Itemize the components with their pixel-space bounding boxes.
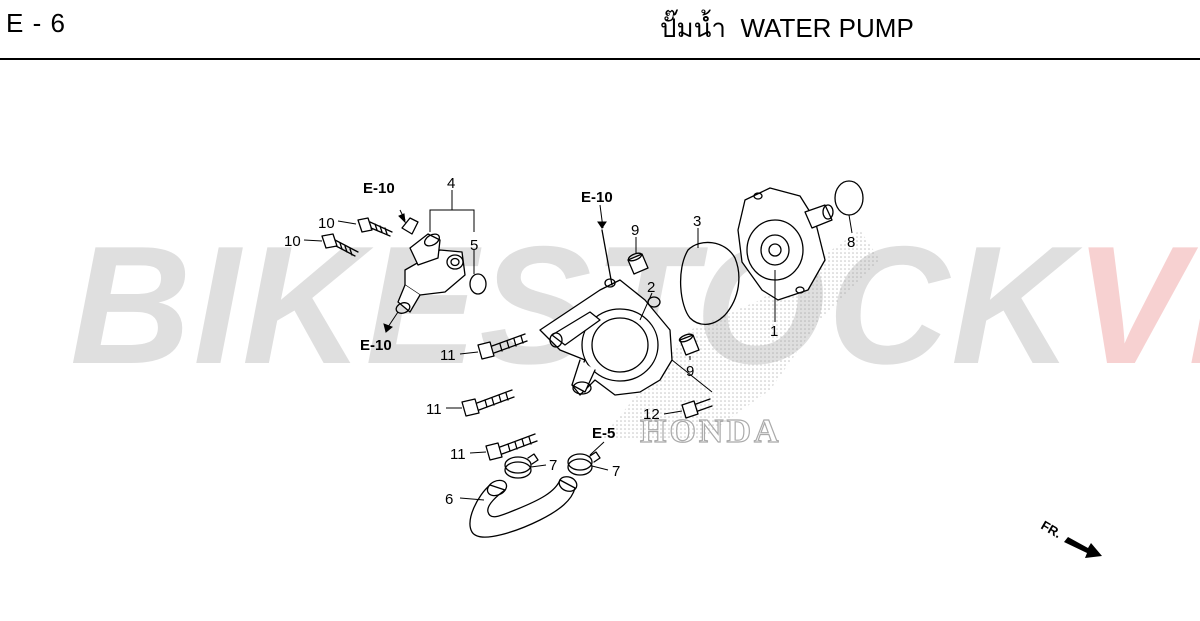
section-code: E - 6: [6, 8, 66, 38]
front-direction-indicator: FR.: [1039, 518, 1102, 558]
part-8-o-ring: [834, 180, 864, 216]
front-label: FR.: [1039, 518, 1065, 541]
callout-11-middle: 11: [426, 401, 442, 418]
callout-7-left: 7: [549, 457, 557, 474]
callout-3: 3: [693, 213, 701, 230]
callout-10-lower: 10: [284, 233, 301, 250]
callout-11-bottom: 11: [450, 446, 466, 463]
page-header: E - 6 ปั๊มน้ำ WATER PUMP: [0, 0, 1200, 60]
part-1-pump-body: [737, 187, 834, 301]
page-title: ปั๊มน้ำ WATER PUMP: [660, 13, 914, 43]
part-11-bolt-bottom: [485, 433, 538, 461]
leader-lines: [303, 190, 853, 501]
watermark-brand-honda: HONDA: [640, 413, 782, 450]
ref-e10-top-left: E-10: [363, 180, 395, 197]
part-11-bolt-middle: [461, 389, 515, 417]
part-7-hose-clamp-right: [567, 451, 601, 476]
callout-7-right: 7: [612, 463, 620, 480]
part-10-bolt-upper: [357, 217, 393, 237]
part-3-gasket: [679, 241, 740, 326]
part-11-bolt-top: [477, 333, 528, 360]
ref-e10-bottom-left: E-10: [360, 337, 392, 354]
callout-12: 12: [643, 406, 660, 423]
callout-9-lower: 9: [686, 363, 694, 380]
part-7-hose-clamp-left: [504, 453, 539, 479]
ref-e5: E-5: [592, 425, 615, 442]
callout-11-top: 11: [440, 347, 456, 364]
watermark: BIKESTOCKVN: [70, 215, 1200, 395]
callout-5: 5: [470, 237, 478, 254]
callout-9-upper: 9: [631, 222, 639, 239]
header-divider: [0, 58, 1200, 60]
part-9-dowel-pin-lower: [678, 333, 700, 356]
part-9-dowel-pin-upper: [627, 252, 649, 275]
part-2-pump-cover: [539, 229, 673, 396]
callout-6: 6: [445, 491, 453, 508]
part-12-bolt: [681, 398, 713, 419]
part-5-o-ring: [469, 273, 487, 295]
front-arrow-icon: [1064, 537, 1102, 558]
ref-e10-center: E-10: [581, 189, 613, 206]
callout-4: 4: [447, 175, 455, 192]
watermark-text-vn: VN: [1074, 211, 1200, 399]
part-6-water-hose: [469, 476, 578, 538]
part-10-bolt-lower: [321, 233, 359, 257]
callout-1: 1: [770, 323, 778, 340]
callout-8: 8: [847, 234, 855, 251]
callout-2: 2: [647, 279, 655, 296]
callout-10-upper: 10: [318, 215, 335, 232]
watermark-text-bikestock: BIKESTOCK: [70, 211, 1075, 399]
part-4-joint-fitting: [395, 217, 466, 314]
